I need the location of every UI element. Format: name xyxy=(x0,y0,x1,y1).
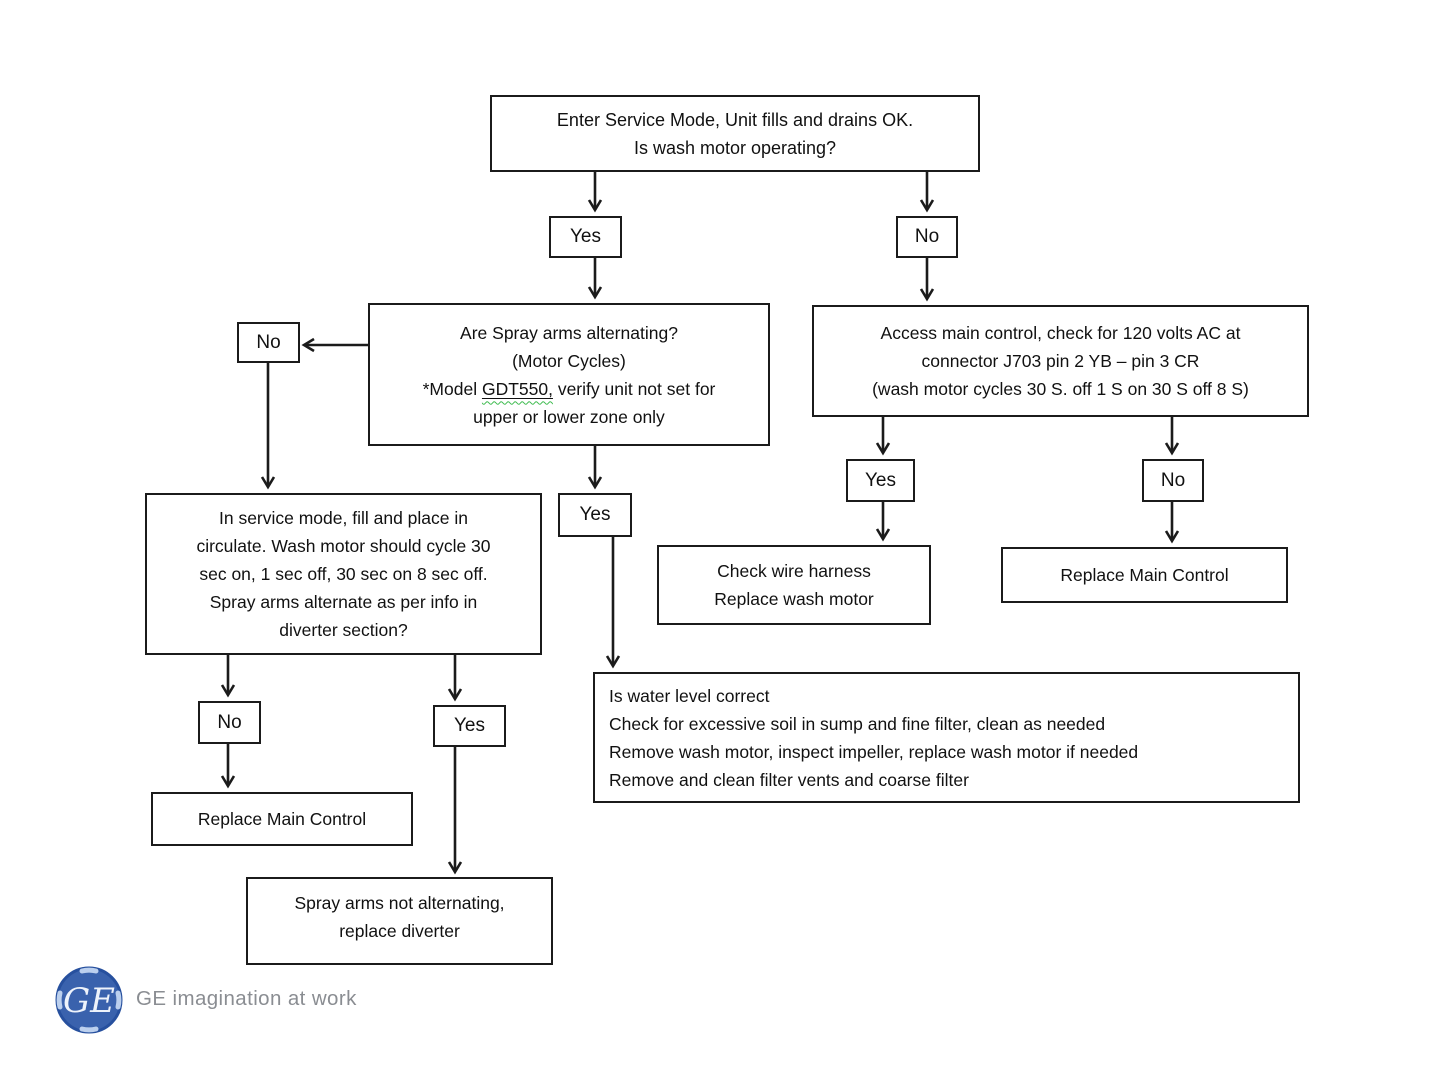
label: Yes xyxy=(579,504,611,525)
spray-line3: *Model GDT550, verify unit not set for xyxy=(423,375,716,403)
node-no-voltage: No xyxy=(1142,459,1204,502)
service-line1: In service mode, fill and place in xyxy=(218,508,469,528)
access-line2: connector J703 pin 2 YB – pin 3 CR xyxy=(921,351,1200,371)
spray-line2: (Motor Cycles) xyxy=(512,350,626,371)
node-access-main-control: Access main control, check for 120 volts… xyxy=(812,305,1309,417)
node-yes-spray-arms: Yes xyxy=(558,493,632,537)
ge-brand-footer: GE GE imagination at work xyxy=(54,963,357,1035)
node-yes-voltage: Yes xyxy=(846,459,915,502)
node-replace-main-control-right: Replace Main Control xyxy=(1001,547,1288,603)
label: No xyxy=(256,331,281,353)
spray-line3-post: verify unit not set for xyxy=(552,378,716,399)
label: No xyxy=(217,711,242,733)
checkwire-line2: Replace wash motor xyxy=(714,589,874,609)
spray-line4: upper or lower zone only xyxy=(473,406,665,427)
node-spray-arms-alternating: Are Spray arms alternating? (Motor Cycle… xyxy=(368,303,770,446)
access-line1: Access main control, check for 120 volts… xyxy=(880,323,1241,343)
node-start: Enter Service Mode, Unit fills and drain… xyxy=(490,95,980,172)
checkwire-line1: Check wire harness xyxy=(717,561,871,581)
label: Replace Main Control xyxy=(1060,565,1229,585)
label: Yes xyxy=(570,226,601,247)
water-line1: Is water level correct xyxy=(609,686,770,706)
diverter-line1: Spray arms not alternating, xyxy=(294,893,505,913)
service-line4: Spray arms alternate as per info in xyxy=(209,592,478,612)
service-line2: circulate. Wash motor should cycle 30 xyxy=(196,536,491,556)
label: Yes xyxy=(865,469,896,491)
label: No xyxy=(1160,469,1186,491)
diverter-line2: replace diverter xyxy=(339,921,460,941)
label: No xyxy=(914,226,940,247)
water-line3: Remove wash motor, inspect impeller, rep… xyxy=(609,742,1139,762)
model-gdt550: GDT550, xyxy=(481,378,553,399)
label: Yes xyxy=(454,715,485,736)
node-start-line1: Enter Service Mode, Unit fills and drain… xyxy=(556,109,914,130)
node-service-mode-check: In service mode, fill and place in circu… xyxy=(145,493,542,655)
ge-logo-icon: GE xyxy=(55,966,123,1034)
node-no-spray-arms: No xyxy=(237,322,300,363)
ge-monogram: GE xyxy=(63,981,115,1021)
node-yes-service-check: Yes xyxy=(433,705,506,747)
spray-line3-pre: *Model xyxy=(422,378,482,399)
water-line2: Check for excessive soil in sump and fin… xyxy=(609,714,1106,734)
label: Replace Main Control xyxy=(197,809,367,829)
node-check-wire-harness: Check wire harness Replace wash motor xyxy=(657,545,931,625)
water-line4: Remove and clean filter vents and coarse… xyxy=(609,770,969,790)
node-no-service-check: No xyxy=(198,701,261,744)
node-replace-diverter: Spray arms not alternating, replace dive… xyxy=(246,877,553,965)
node-water-level-checklist: Is water level correct Check for excessi… xyxy=(593,672,1300,803)
ge-tagline: GE imagination at work xyxy=(136,987,357,1010)
node-replace-main-control-left: Replace Main Control xyxy=(151,792,413,846)
spray-line1: Are Spray arms alternating? xyxy=(460,322,678,343)
access-line3: (wash motor cycles 30 S. off 1 S on 30 S… xyxy=(872,379,1249,399)
service-line3: sec on, 1 sec off, 30 sec on 8 sec off. xyxy=(199,564,488,584)
node-no-motor-operating: No xyxy=(896,216,958,258)
service-line5: diverter section? xyxy=(279,620,408,640)
node-yes-motor-operating: Yes xyxy=(549,216,622,258)
node-start-line2: Is wash motor operating? xyxy=(633,137,837,158)
